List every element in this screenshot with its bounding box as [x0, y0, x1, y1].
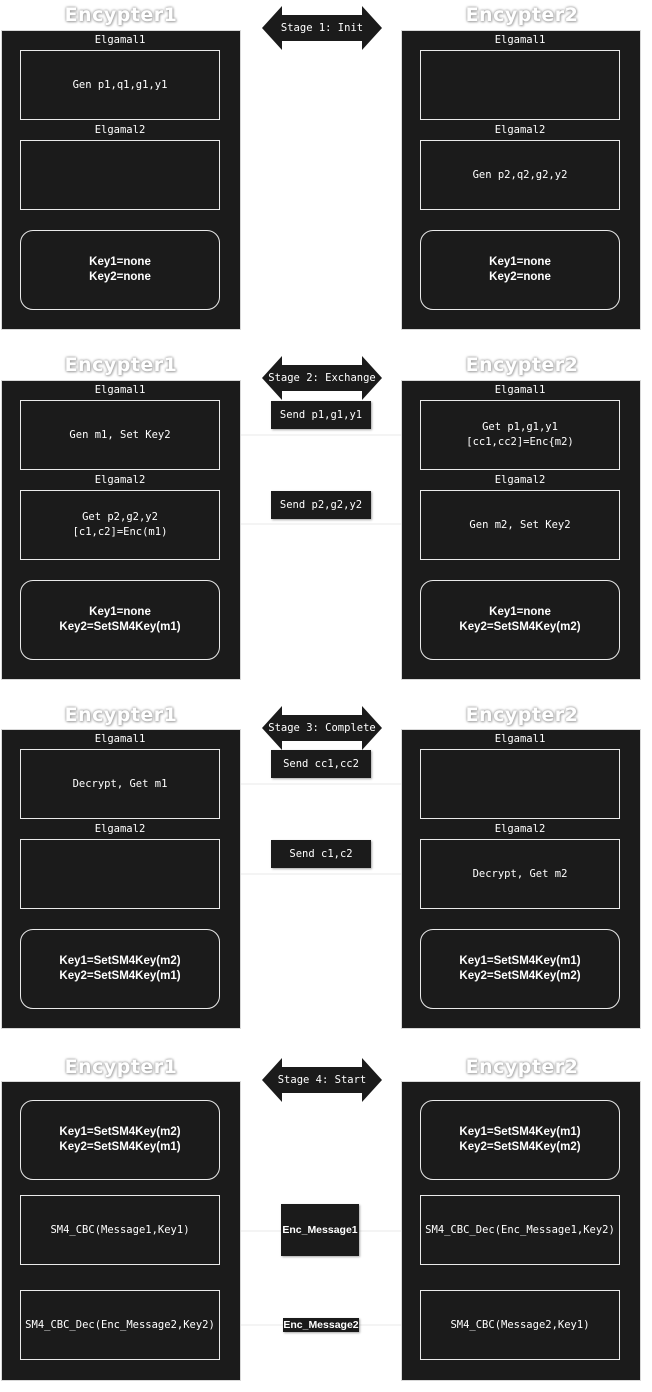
- key2-text: Key2=SetSM4Key(m2): [459, 1141, 581, 1153]
- key1-text: Key1=SetSM4Key(m1): [459, 1126, 581, 1138]
- elgamal2-box: [20, 839, 220, 909]
- box-text: SM4_CBC_Dec(Enc_Message2,Key2): [25, 1318, 215, 1331]
- elgamal1-box: Get p1,g1,y1 [cc1,cc2]=Enc{m2): [420, 400, 620, 470]
- elgamal2-box: Get p2,g2,y2 [c1,c2]=Enc(m1): [20, 490, 220, 560]
- elgamal2-label: Elgamal2: [94, 474, 146, 486]
- elgamal2-label: Elgamal2: [494, 474, 546, 486]
- elgamal2-box: Decrypt, Get m2: [420, 839, 620, 909]
- double-arrow-icon: [262, 706, 382, 750]
- key2-text: Key2=SetSM4Key(m1): [59, 1141, 181, 1153]
- stage-1-banner: Stage 1: Init: [262, 6, 382, 50]
- box-text: Gen m1, Set Key2: [69, 428, 171, 441]
- message-label: Send c1,c2: [271, 840, 371, 868]
- key2-text: Key2=SetSM4Key(m1): [59, 621, 181, 633]
- message-label: Enc_Message2: [283, 1318, 359, 1332]
- sm4-decrypt-box: SM4_CBC_Dec(Enc_Message2,Key2): [20, 1290, 220, 1360]
- stage-1-label: Stage 1: Init: [280, 22, 364, 34]
- key-status-box: Key1=SetSM4Key(m1) Key2=SetSM4Key(m2): [420, 1100, 620, 1180]
- double-arrow-icon: [262, 1058, 382, 1102]
- stage-3-label: Stage 3: Complete: [268, 722, 376, 734]
- key1-text: Key1=SetSM4Key(m2): [59, 955, 181, 967]
- encrypter2-title: Encypter2: [465, 4, 579, 26]
- stage-4-banner: Stage 4: Start: [262, 1058, 382, 1102]
- box-text: SM4_CBC(Message1,Key1): [50, 1223, 190, 1236]
- key2-text: Key2=none: [489, 271, 551, 283]
- elgamal1-label: Elgamal1: [94, 384, 146, 396]
- key2-text: Key2=none: [89, 271, 151, 283]
- stage-2-label: Stage 2: Exchange: [268, 372, 376, 384]
- elgamal1-box: Decrypt, Get m1: [20, 749, 220, 819]
- sm4-encrypt-box: SM4_CBC(Message1,Key1): [20, 1195, 220, 1265]
- box-text-line1: Get p1,g1,y1: [482, 421, 558, 433]
- key1-text: Key1=SetSM4Key(m1): [459, 955, 581, 967]
- box-text: Decrypt, Get m1: [72, 777, 168, 790]
- elgamal1-label: Elgamal1: [494, 384, 546, 396]
- message-label: Send p1,g1,y1: [271, 401, 371, 429]
- key-status-box: Key1=none Key2=SetSM4Key(m2): [420, 580, 620, 660]
- key-status-box: Key1=none Key2=SetSM4Key(m1): [20, 580, 220, 660]
- box-text-line1: Get p2,g2,y2: [82, 511, 158, 523]
- key2-text: Key2=SetSM4Key(m2): [459, 970, 581, 982]
- elgamal2-label: Elgamal2: [94, 124, 146, 136]
- elgamal1-box: Gen p1,q1,g1,y1: [20, 50, 220, 120]
- encrypter1-title: Encypter1: [64, 1056, 178, 1078]
- box-text: Gen p2,q2,g2,y2: [472, 168, 568, 181]
- elgamal2-label: Elgamal2: [494, 124, 546, 136]
- elgamal2-box: Gen m2, Set Key2: [420, 490, 620, 560]
- key1-text: Key1=none: [89, 256, 151, 268]
- box-text: SM4_CBC(Message2,Key1): [450, 1318, 590, 1331]
- encrypter1-title: Encypter1: [64, 354, 178, 376]
- stage-4-label: Stage 4: Start: [277, 1074, 367, 1086]
- box-text-line2: [cc1,cc2]=Enc{m2): [466, 436, 574, 448]
- box-text-line2: [c1,c2]=Enc(m1): [72, 526, 168, 538]
- key1-text: Key1=none: [489, 256, 551, 268]
- elgamal2-label: Elgamal2: [94, 823, 146, 835]
- box-text: SM4_CBC_Dec(Enc_Message1,Key2): [425, 1223, 615, 1236]
- key2-text: Key2=SetSM4Key(m2): [459, 621, 581, 633]
- elgamal1-label: Elgamal1: [494, 733, 546, 745]
- elgamal2-label: Elgamal2: [494, 823, 546, 835]
- key1-text: Key1=SetSM4Key(m2): [59, 1126, 181, 1138]
- message-label: Enc_Message1: [281, 1204, 359, 1256]
- key-status-box: Key1=none Key2=none: [420, 230, 620, 310]
- key2-text: Key2=SetSM4Key(m1): [59, 970, 181, 982]
- key1-text: Key1=none: [89, 606, 151, 618]
- key-status-box: Key1=SetSM4Key(m1) Key2=SetSM4Key(m2): [420, 929, 620, 1009]
- elgamal1-box: [420, 50, 620, 120]
- encrypter2-title: Encypter2: [465, 354, 579, 376]
- elgamal2-box: Gen p2,q2,g2,y2: [420, 140, 620, 210]
- key-status-box: Key1=none Key2=none: [20, 230, 220, 310]
- stage-3-banner: Stage 3: Complete: [262, 706, 382, 750]
- key-status-box: Key1=SetSM4Key(m2) Key2=SetSM4Key(m1): [20, 1100, 220, 1180]
- sm4-decrypt-box: SM4_CBC_Dec(Enc_Message1,Key2): [420, 1195, 620, 1265]
- encrypter1-title: Encypter1: [64, 704, 178, 726]
- elgamal2-box: [20, 140, 220, 210]
- key1-text: Key1=none: [489, 606, 551, 618]
- elgamal1-box: [420, 749, 620, 819]
- elgamal1-label: Elgamal1: [494, 34, 546, 46]
- elgamal1-label: Elgamal1: [94, 733, 146, 745]
- double-arrow-icon: [262, 356, 382, 400]
- box-text: Gen m2, Set Key2: [469, 518, 571, 531]
- stage-2-banner: Stage 2: Exchange: [262, 356, 382, 400]
- elgamal1-label: Elgamal1: [94, 34, 146, 46]
- sm4-encrypt-box: SM4_CBC(Message2,Key1): [420, 1290, 620, 1360]
- double-arrow-icon: [262, 6, 382, 50]
- message-label: Send cc1,cc2: [271, 750, 371, 778]
- encrypter2-title: Encypter2: [465, 704, 579, 726]
- encrypter1-title: Encypter1: [64, 4, 178, 26]
- message-label: Send p2,g2,y2: [271, 491, 371, 519]
- box-text: Decrypt, Get m2: [472, 867, 568, 880]
- elgamal1-box: Gen m1, Set Key2: [20, 400, 220, 470]
- encrypter2-title: Encypter2: [465, 1056, 579, 1078]
- box-text: Gen p1,q1,g1,y1: [72, 78, 168, 91]
- key-status-box: Key1=SetSM4Key(m2) Key2=SetSM4Key(m1): [20, 929, 220, 1009]
